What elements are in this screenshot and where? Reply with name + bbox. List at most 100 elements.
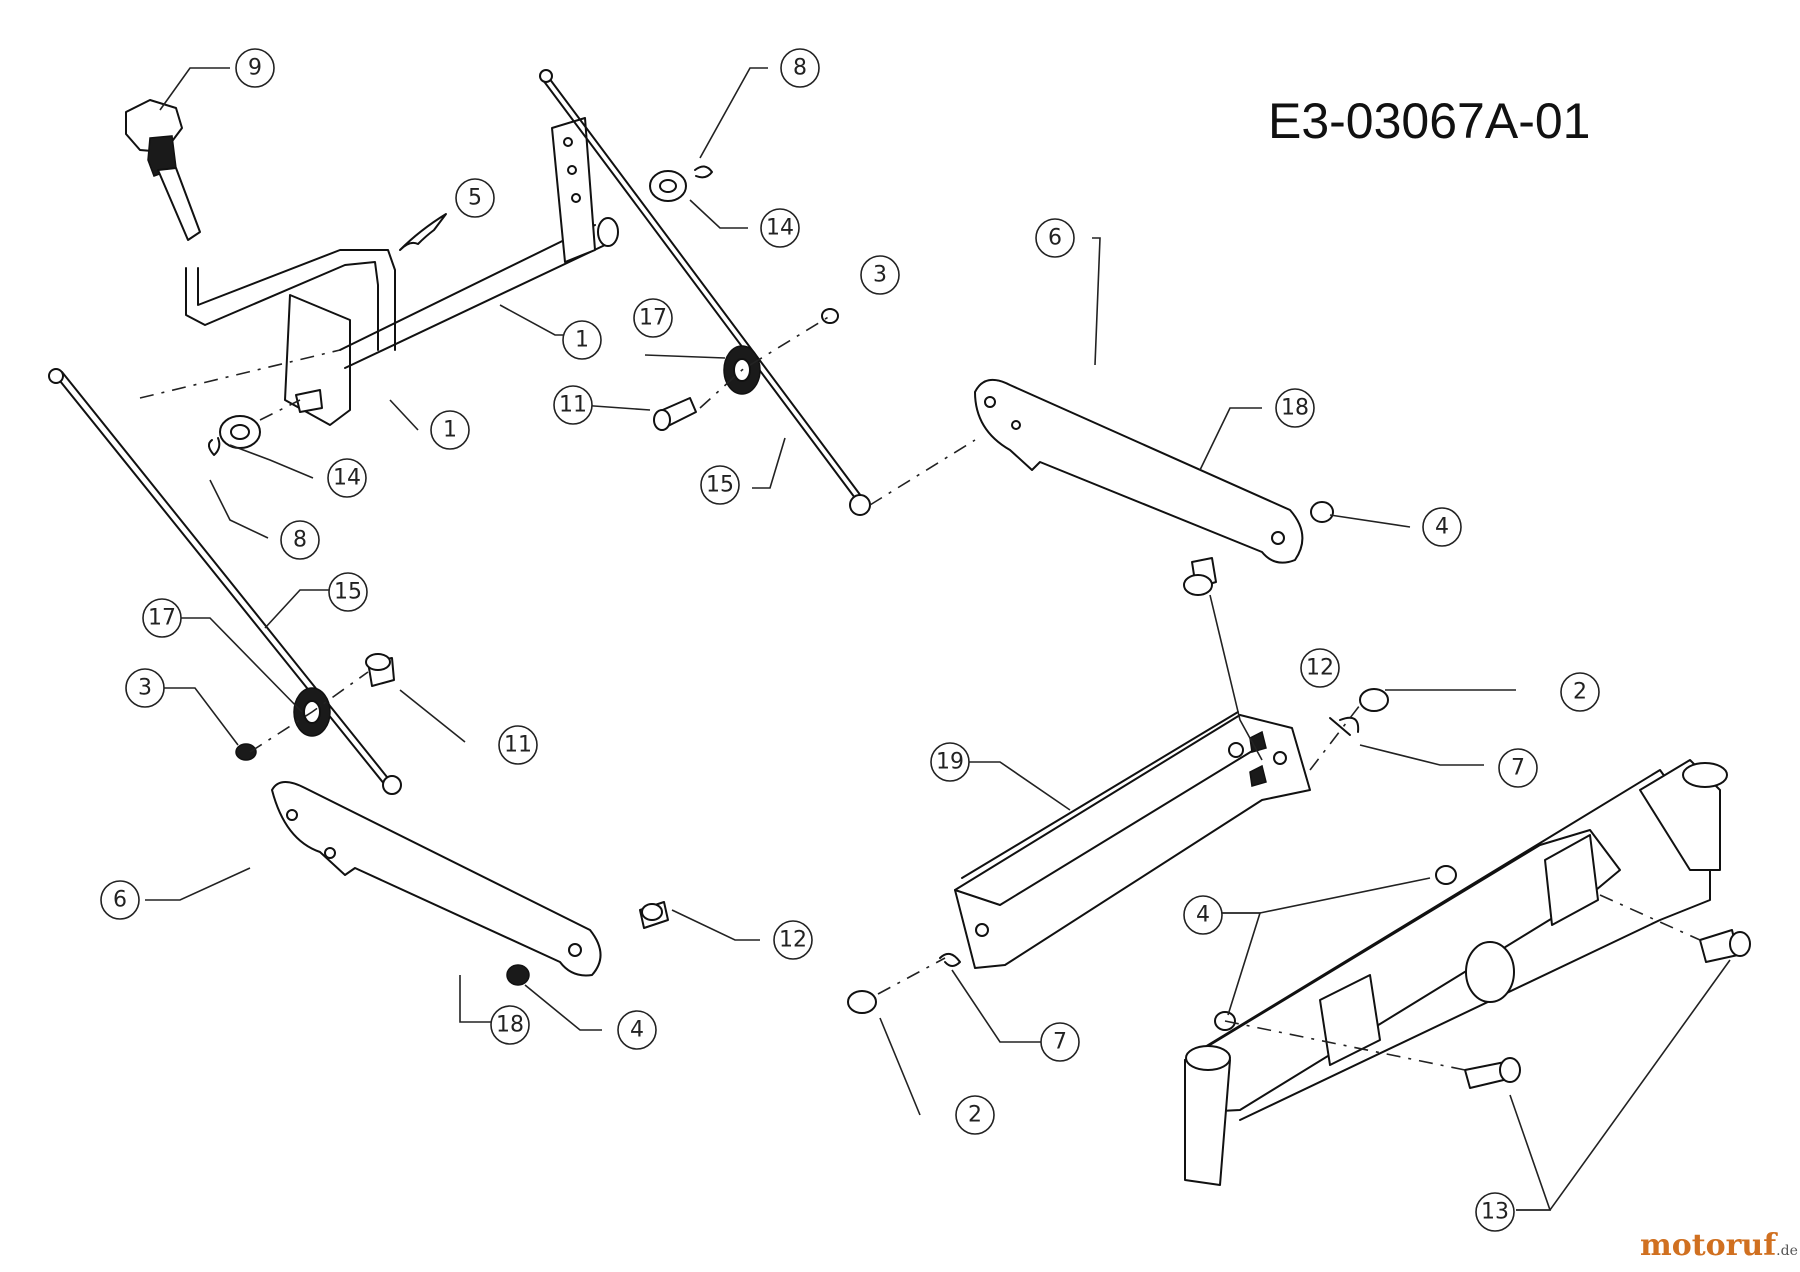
callout-number: 1 [443,418,457,443]
callout-4: 4 [617,1010,657,1050]
callout-number: 7 [1511,756,1525,781]
callout-circle [327,458,367,498]
cross-tube [847,688,1389,1014]
callout-circle [1498,748,1538,788]
callout-number: 18 [1281,396,1309,421]
callout-number: 6 [1048,226,1062,251]
callout-12: 12 [773,920,813,960]
callout-8: 8 [780,48,820,88]
callout-circle [553,385,593,425]
callout-circle [955,1095,995,1135]
callout-circle [235,48,275,88]
callout-11: 11 [553,385,593,425]
callout-number: 4 [630,1018,644,1043]
watermark-tld: .de [1776,1243,1798,1259]
callout-circle [760,208,800,248]
callout-number: 4 [1196,903,1210,928]
callout-4: 4 [1422,507,1462,547]
callout-7: 7 [1040,1022,1080,1062]
callout-number: 15 [334,580,362,605]
callout-circle [1035,218,1075,258]
callout-6: 6 [100,880,140,920]
callout-circle [328,572,368,612]
drawing-code: E3-03067A-01 [1268,93,1591,149]
callout-circle [280,520,320,560]
callout-8: 8 [280,520,320,560]
callout-3: 3 [860,255,900,295]
callout-5: 5 [455,178,495,218]
callout-12: 12 [1300,648,1340,688]
leader-lines [145,67,1731,1211]
callout-circle [490,1005,530,1045]
callout-number: 1 [575,328,589,353]
front-axle [1184,759,1751,1186]
callout-2: 2 [955,1095,995,1135]
watermark-brand: motoruf [1640,1228,1777,1263]
callout-circle [142,598,182,638]
callout-circle [1475,1192,1515,1232]
callout-number: 6 [113,888,127,913]
callout-number: 9 [248,56,262,81]
callout-number: 3 [138,676,152,701]
callout-number: 17 [639,306,667,331]
callout-number: 12 [779,928,807,953]
callout-circle [100,880,140,920]
lift-shaft-assembly [125,99,713,456]
callout-7: 7 [1498,748,1538,788]
callout-circle [633,298,673,338]
callout-number: 14 [766,216,794,241]
callout-circle [430,410,470,450]
callout-number: 3 [873,263,887,288]
callout-19: 19 [930,742,970,782]
callout-circle [773,920,813,960]
callout-2: 2 [1560,672,1600,712]
callout-circle [125,668,165,708]
callout-number: 2 [968,1103,982,1128]
callout-14: 14 [327,458,367,498]
callout-circle [860,255,900,295]
callout-circle [1040,1022,1080,1062]
callout-number: 5 [468,186,482,211]
callout-number: 7 [1053,1030,1067,1055]
callout-number: 13 [1481,1200,1509,1225]
callout-circle [780,48,820,88]
callout-number: 17 [148,606,176,631]
callout-1: 1 [562,320,602,360]
callout-number: 19 [936,750,964,775]
callout-number: 12 [1306,656,1334,681]
callout-number: 2 [1573,680,1587,705]
callout-number: 11 [559,393,587,418]
callout-4: 4 [1183,895,1223,935]
callout-number: 8 [293,528,307,553]
callout-6: 6 [1035,218,1075,258]
callout-number: 8 [793,56,807,81]
callout-circle [562,320,602,360]
callout-circle [1183,895,1223,935]
callout-1: 1 [430,410,470,450]
callout-11: 11 [498,725,538,765]
callout-17: 17 [142,598,182,638]
callout-14: 14 [760,208,800,248]
callout-number: 14 [333,466,361,491]
callout-circle [498,725,538,765]
callout-number: 18 [496,1013,524,1038]
callout-18: 18 [1275,388,1315,428]
callout-circle [1300,648,1340,688]
callout-circle [1275,388,1315,428]
callout-18: 18 [490,1005,530,1045]
lift-arms [271,378,1334,986]
callout-circle [455,178,495,218]
callout-15: 15 [328,572,368,612]
callout-number: 11 [504,733,532,758]
callout-9: 9 [235,48,275,88]
callout-number: 4 [1435,515,1449,540]
callout-3: 3 [125,668,165,708]
callout-circle [1422,507,1462,547]
watermark-logo: motoruf.de [1640,1228,1798,1263]
callout-17: 17 [633,298,673,338]
callout-15: 15 [700,465,740,505]
spring-rollers [235,308,839,761]
callout-circle [1560,672,1600,712]
